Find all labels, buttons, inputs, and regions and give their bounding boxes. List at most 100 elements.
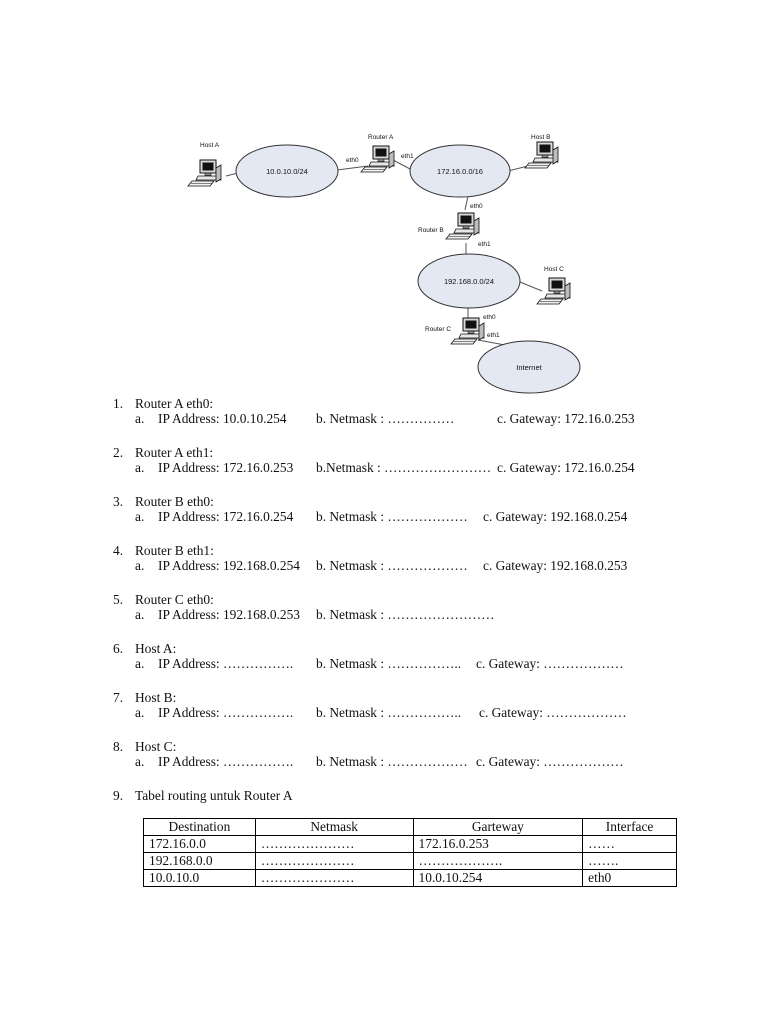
answer-letter: a. [135, 754, 145, 769]
device-label: Host A [200, 142, 220, 149]
answer-letter: a. [135, 656, 145, 671]
table-row: 172.16.0.0 ………………… 172.16.0.253 …… [143, 835, 677, 853]
device-label: Host B [531, 134, 551, 141]
question-title: Router A eth1: [135, 445, 214, 460]
ip-address: IP Address: 192.168.0.254 [158, 558, 300, 573]
port-label: eth0 [470, 203, 483, 210]
port-label: eth1 [487, 332, 500, 339]
router-c: Router C eth0 eth1 [425, 314, 500, 345]
network-10-0-10-0: 10.0.10.0/24 [235, 144, 339, 198]
question-number: 8. [113, 739, 124, 754]
answer-letter: a. [135, 558, 145, 573]
question-title: Host C: [135, 739, 177, 754]
device-label: Host C [544, 266, 564, 273]
table-cell: 172.16.0.0 [143, 835, 256, 853]
netmask: b. Netmask : ……………… [316, 754, 468, 769]
table-cell: ………………… [254, 835, 414, 853]
computer-icon [450, 317, 485, 345]
column-header-interface: Interface [582, 818, 677, 836]
question-title: Host A: [135, 641, 177, 656]
question-number: 1. [113, 396, 124, 411]
question-title: Host B: [135, 690, 177, 705]
network-links [225, 159, 543, 346]
ip-address: IP Address: ……………. [158, 754, 294, 769]
table-cell: ………………… [254, 852, 414, 870]
host-a: Host A [187, 142, 222, 187]
column-header-netmask: Netmask [254, 818, 414, 836]
router-a: Router A eth0 eth1 [346, 134, 414, 173]
netmask: b.Netmask : …………………… [316, 460, 492, 475]
network-label: 192.168.0.0/24 [444, 277, 494, 286]
answer-letter: a. [135, 509, 145, 524]
port-label: eth0 [346, 157, 359, 164]
table-cell: ……. [582, 852, 677, 870]
table-cell: …… [582, 835, 677, 853]
port-label: eth1 [478, 241, 491, 248]
computer-icon [524, 141, 559, 169]
host-b: Host B [524, 134, 559, 169]
table-cell: 192.168.0.0 [143, 852, 256, 870]
column-header-destination: Destination [143, 818, 256, 836]
device-label: Router A [368, 134, 394, 141]
gateway: c. Gateway: 192.168.0.253 [483, 558, 628, 573]
table-cell: 172.16.0.253 [412, 835, 584, 853]
computer-icon [360, 145, 395, 173]
network-192-168-0-0: 192.168.0.0/24 [417, 253, 521, 309]
ip-address: IP Address: ……………. [158, 705, 294, 720]
router-b: Router B eth0 eth1 [418, 203, 491, 248]
question-number: 2. [113, 445, 124, 460]
question-number: 5. [113, 592, 124, 607]
answer-letter: a. [135, 607, 145, 622]
table-row: 192.168.0.0 ………………… ………………. ……. [143, 852, 677, 870]
computer-icon [187, 159, 222, 187]
ip-address: IP Address: 10.0.10.254 [158, 411, 287, 426]
network-label: 172.16.0.0/16 [437, 167, 483, 176]
netmask: b. Netmask : …………………… [316, 607, 495, 622]
gateway: c. Gateway: 172.16.0.253 [497, 411, 635, 426]
question-title: Router A eth0: [135, 396, 214, 411]
port-label: eth1 [401, 153, 414, 160]
port-label: eth0 [483, 314, 496, 321]
gateway: c. Gateway: ……………… [479, 705, 627, 720]
computer-icon [445, 212, 480, 240]
answer-letter: a. [135, 705, 145, 720]
question-number: 3. [113, 494, 124, 509]
network-diagram: 10.0.10.0/24 172.16.0.0/16 192.168.0.0/2… [187, 134, 581, 394]
routing-table: Destination Netmask Garteway Interface 1… [143, 818, 677, 887]
device-label: Router B [418, 227, 444, 234]
netmask: b. Netmask : …………….. [316, 705, 462, 720]
question-number: 7. [113, 690, 124, 705]
network-label: 10.0.10.0/24 [266, 167, 308, 176]
table-header-row: Destination Netmask Garteway Interface [143, 818, 677, 836]
table-row: 10.0.10.0 ………………… 10.0.10.254 eth0 [143, 869, 677, 887]
ip-address: IP Address: ……………. [158, 656, 294, 671]
answer-letter: a. [135, 411, 145, 426]
gateway: c. Gateway: 192.168.0.254 [483, 509, 628, 524]
netmask: b. Netmask : ……………… [316, 558, 468, 573]
column-header-gateway: Garteway [412, 818, 584, 836]
network-172-16-0-0: 172.16.0.0/16 [409, 144, 511, 198]
question-number: 9. [113, 788, 124, 803]
table-cell: 10.0.10.254 [412, 869, 584, 887]
netmask: b. Netmask : …………… [316, 411, 455, 426]
ip-address: IP Address: 172.16.0.253 [158, 460, 294, 475]
gateway: c. Gateway: ……………… [476, 656, 624, 671]
answer-letter: a. [135, 460, 145, 475]
question-title: Router B eth0: [135, 494, 214, 509]
table-cell: 10.0.10.0 [143, 869, 256, 887]
question-title: Router C eth0: [135, 592, 214, 607]
ip-address: IP Address: 192.168.0.253 [158, 607, 300, 622]
gateway: c. Gateway: 172.16.0.254 [497, 460, 635, 475]
ip-address: IP Address: 172.16.0.254 [158, 509, 294, 524]
table-cell: ………………… [254, 869, 414, 887]
device-label: Router C [425, 326, 451, 333]
question-title: Router B eth1: [135, 543, 214, 558]
host-c: Host C [536, 266, 571, 305]
netmask: b. Netmask : …………….. [316, 656, 462, 671]
question-number: 6. [113, 641, 124, 656]
gateway: c. Gateway: ……………… [476, 754, 624, 769]
question-number: 4. [113, 543, 124, 558]
network-label: Internet [516, 363, 542, 372]
question-title: Tabel routing untuk Router A [135, 788, 293, 803]
netmask: b. Netmask : ……………… [316, 509, 468, 524]
